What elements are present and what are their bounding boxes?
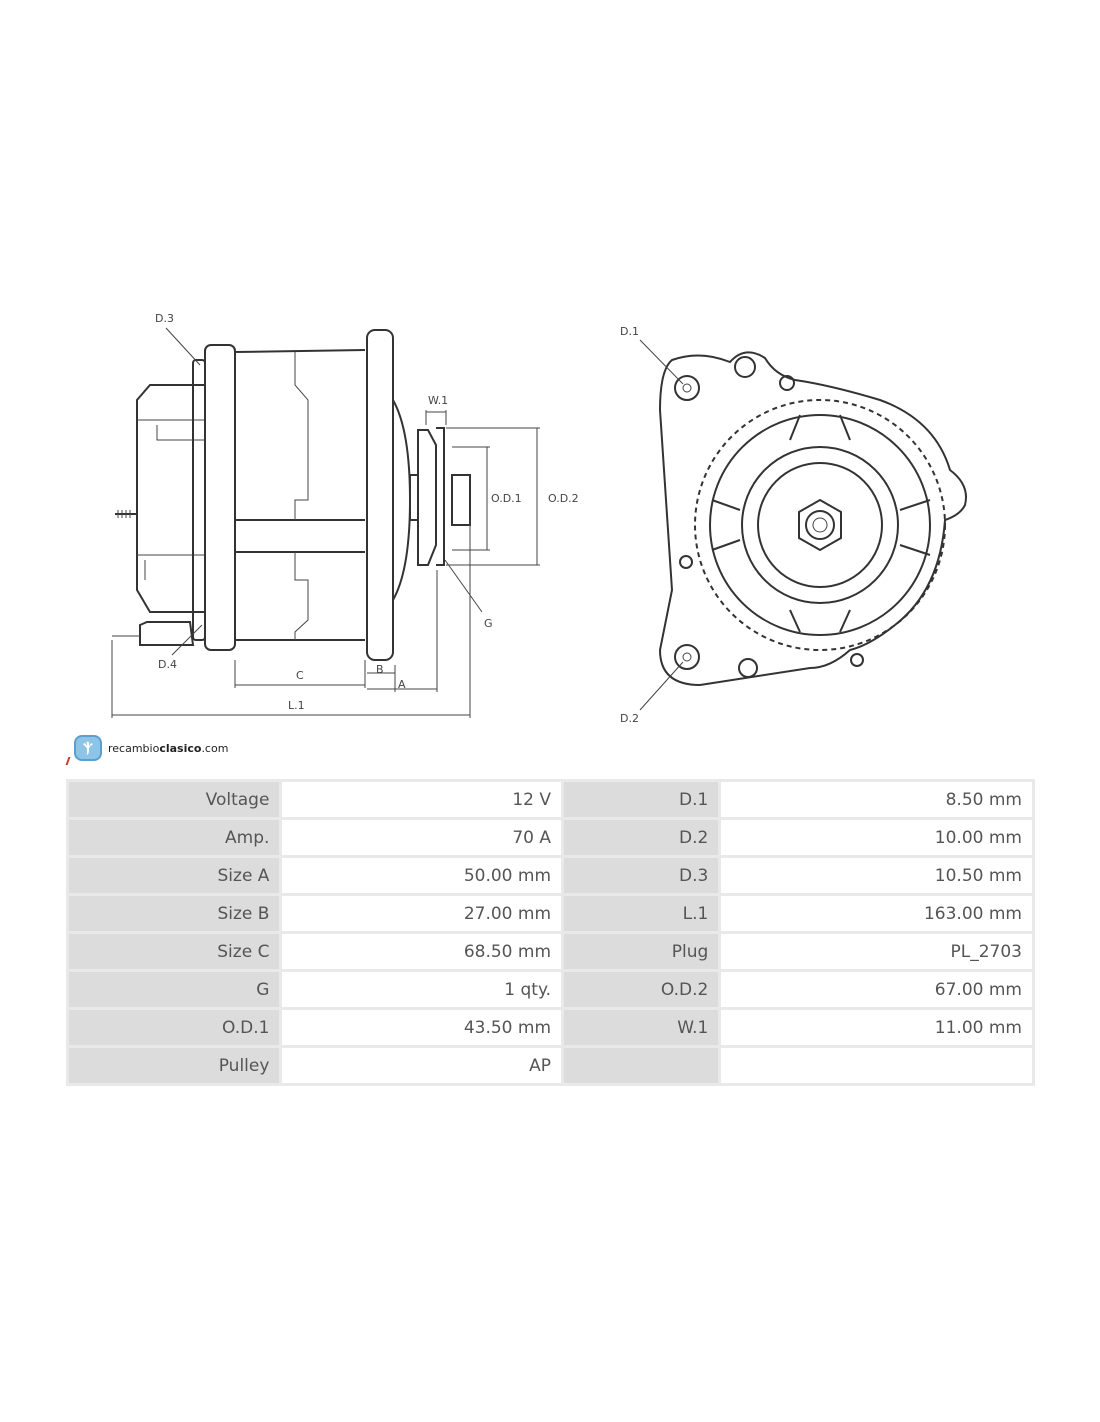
spec-label: Size C <box>69 934 280 969</box>
spec-label: Amp. <box>69 820 280 855</box>
label-d3: D.3 <box>155 312 174 325</box>
spec-value <box>721 1048 1032 1083</box>
spec-label: D.1 <box>564 782 719 817</box>
spec-label: W.1 <box>564 1010 719 1045</box>
spec-value: 1 qty. <box>282 972 562 1007</box>
alternator-technical-drawing: D.3 W.1 O.D.1 O.D.2 G D.4 C B A L.1 D.1 … <box>111 312 967 725</box>
side-view: D.3 W.1 O.D.1 O.D.2 G D.4 C B A L.1 <box>111 312 579 718</box>
spec-label: O.D.1 <box>69 1010 280 1045</box>
gear-shift-logo-icon: Ⲯ <box>74 735 102 761</box>
spec-value: 27.00 mm <box>282 896 562 931</box>
label-d1: D.1 <box>620 325 639 338</box>
spec-value: PL_2703 <box>721 934 1032 969</box>
front-view: D.1 D.2 <box>620 325 967 725</box>
spec-value: 70 A <box>282 820 562 855</box>
spec-label: Size B <box>69 896 280 931</box>
label-d4: D.4 <box>158 658 177 671</box>
label-l1: L.1 <box>288 699 305 712</box>
spec-value: 68.50 mm <box>282 934 562 969</box>
spec-label: Size A <box>69 858 280 893</box>
spec-label: L.1 <box>564 896 719 931</box>
spec-value: AP <box>282 1048 562 1083</box>
label-od2: O.D.2 <box>548 492 579 505</box>
label-b: B <box>376 663 384 676</box>
spec-label: Voltage <box>69 782 280 817</box>
spec-value: 8.50 mm <box>721 782 1032 817</box>
spec-value: 10.00 mm <box>721 820 1032 855</box>
spec-value: 163.00 mm <box>721 896 1032 931</box>
spec-label: D.2 <box>564 820 719 855</box>
spec-value: 50.00 mm <box>282 858 562 893</box>
spec-label <box>564 1048 719 1083</box>
red-accent-mark <box>65 757 71 765</box>
spec-label: Pulley <box>69 1048 280 1083</box>
spec-value: 12 V <box>282 782 562 817</box>
label-w1: W.1 <box>428 394 448 407</box>
label-c: C <box>296 669 304 682</box>
spec-label: Plug <box>564 934 719 969</box>
spec-value: 11.00 mm <box>721 1010 1032 1045</box>
spec-label: G <box>69 972 280 1007</box>
label-od1: O.D.1 <box>491 492 522 505</box>
spec-value: 67.00 mm <box>721 972 1032 1007</box>
spec-label: D.3 <box>564 858 719 893</box>
spec-value: 43.50 mm <box>282 1010 562 1045</box>
spec-value: 10.50 mm <box>721 858 1032 893</box>
spec-label: O.D.2 <box>564 972 719 1007</box>
label-g: G <box>484 617 493 630</box>
recambioclasico-logo: Ⲯ recambioclasico.com <box>74 735 228 761</box>
label-d2: D.2 <box>620 712 639 725</box>
logo-text: recambioclasico.com <box>108 741 229 755</box>
label-a: A <box>398 678 406 691</box>
